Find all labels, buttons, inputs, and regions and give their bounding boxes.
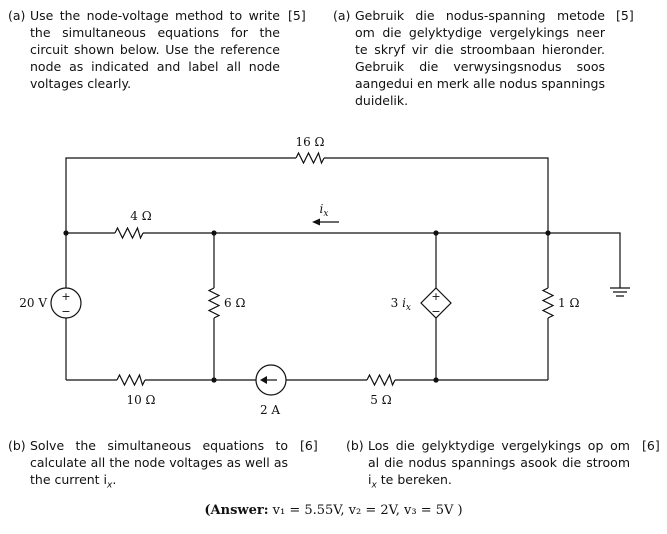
node-dot <box>433 377 439 383</box>
answer-lead: (Answer: <box>204 503 269 518</box>
node-dot <box>63 230 69 236</box>
label-2a: 2 A <box>260 403 280 417</box>
label-ix: ix <box>320 202 329 219</box>
question-a-marks: [5] <box>288 8 306 23</box>
label-16-ohm: 16 Ω <box>295 135 324 149</box>
resistor-16-ohm <box>295 151 325 165</box>
label-10-ohm: 10 Ω <box>126 393 155 407</box>
question-b-label: (b) <box>8 438 26 453</box>
question-a-af-label: (a) <box>333 8 351 23</box>
current-source-2a <box>255 364 287 396</box>
dependent-voltage-source <box>420 287 452 319</box>
ground-symbol <box>610 287 630 297</box>
question-b-marks: [6] <box>300 438 318 453</box>
ix-arrowhead <box>312 218 320 226</box>
answer-line: (Answer: v₁ = 5.55V, v₂ = 2V, v₃ = 5V ) <box>0 503 667 518</box>
question-a-label: (a) <box>8 8 26 23</box>
node-dot <box>545 230 551 236</box>
vsrc-minus-sign: − <box>61 305 70 318</box>
wire-top <box>65 157 549 233</box>
label-4-ohm: 4 Ω <box>130 209 151 223</box>
resistor-1-ohm <box>541 287 555 319</box>
question-a-afrikaans: (a) Gebruik die nodus-spanning metode om… <box>333 7 663 108</box>
question-a-english: (a) Use the node-voltage method to write… <box>8 7 310 97</box>
question-b-english: (b) Solve the simultaneous equations to … <box>8 437 320 497</box>
node-dot <box>433 230 439 236</box>
question-b-af-text: Los die gelyktydige vergelykings op om a… <box>368 438 630 491</box>
label-dependent-source: 3 ix <box>391 296 411 313</box>
dep-minus-sign: − <box>431 305 440 318</box>
vsrc-plus-sign: + <box>61 290 70 303</box>
question-b-text: Solve the simultaneous equations to calc… <box>30 438 288 491</box>
current-source-arrowhead <box>260 376 267 384</box>
label-1-ohm: 1 Ω <box>558 296 579 310</box>
resistor-5-ohm <box>366 373 396 387</box>
label-20v: 20 V <box>19 296 47 310</box>
voltage-source-20v <box>50 287 82 319</box>
answer-values: v₁ = 5.55V, v₂ = 2V, v₃ = 5V ) <box>268 503 463 518</box>
resistor-4-ohm <box>114 226 144 240</box>
question-a-af-marks: [5] <box>616 8 634 23</box>
label-5-ohm: 5 Ω <box>370 393 391 407</box>
question-b-afrikaans: (b) Los die gelyktydige vergelykings op … <box>346 437 664 497</box>
question-a-af-text: Gebruik die nodus-spanning metode om die… <box>355 8 605 108</box>
question-a-text: Use the node-voltage method to write the… <box>30 8 280 91</box>
label-6-ohm: 6 Ω <box>224 296 245 310</box>
dep-plus-sign: + <box>431 290 440 303</box>
question-b-af-label: (b) <box>346 438 364 453</box>
node-dot <box>211 230 217 236</box>
question-b-af-marks: [6] <box>642 438 660 453</box>
resistor-10-ohm <box>116 373 146 387</box>
resistor-6-ohm <box>207 287 221 319</box>
wire-middle <box>66 232 621 288</box>
node-dot <box>211 377 217 383</box>
